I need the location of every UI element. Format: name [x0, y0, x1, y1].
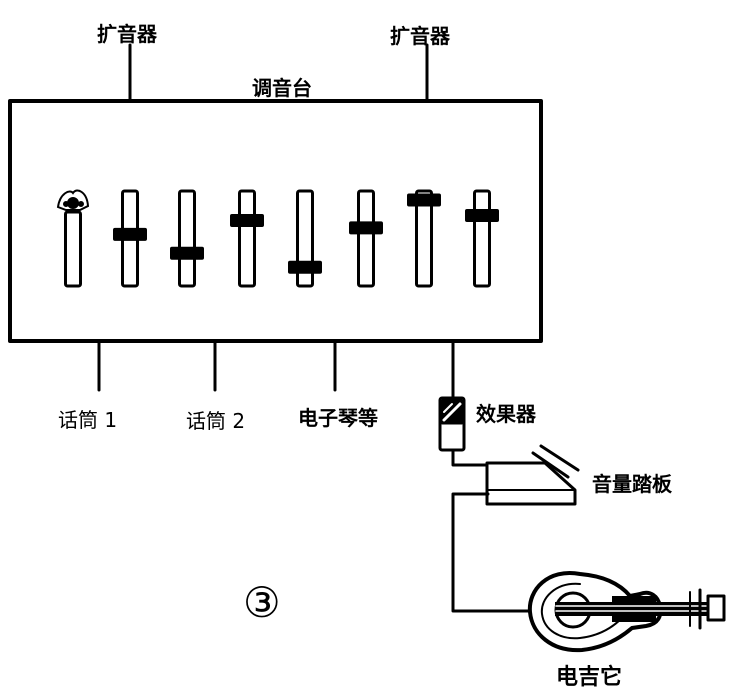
amplifier-right-label: 扩音器 [390, 24, 450, 48]
mixer-console [8, 99, 543, 343]
fader-track-6 [357, 189, 375, 288]
keyboard-label: 电子琴等 [298, 406, 378, 430]
fader-knob-4[interactable] [230, 213, 264, 227]
effects-label: 效果器 [476, 402, 536, 426]
mixer-label: 调音台 [252, 76, 312, 100]
fader-track-1 [64, 210, 82, 288]
fader-track-4 [238, 189, 256, 288]
microphone-icon [56, 189, 90, 211]
fader-track-8 [473, 189, 491, 288]
fader-knob-7[interactable] [407, 193, 441, 207]
figure-number: ③ [243, 578, 281, 627]
fader-bank [64, 189, 499, 288]
guitar-label: 电吉它 [556, 665, 623, 690]
mic2-label: 话筒 2 [186, 409, 246, 433]
volume-pedal-label: 音量踏板 [592, 472, 672, 496]
electric-guitar-icon [527, 571, 726, 653]
fader-knob-6[interactable] [349, 221, 383, 235]
amplifier-left-label: 扩音器 [97, 22, 157, 46]
fader-knob-5[interactable] [288, 260, 322, 274]
fader-knob-2[interactable] [113, 227, 147, 241]
fader-track-7 [415, 189, 433, 288]
fader-knob-3[interactable] [170, 246, 204, 260]
fader-track-3 [178, 189, 196, 288]
effects-unit-icon [438, 396, 466, 452]
cable-pedal-to-guitar [451, 492, 540, 613]
cable-effects-to-pedal [451, 448, 490, 467]
mic1-label: 话筒 1 [58, 408, 118, 432]
volume-pedal-icon [485, 444, 580, 506]
fader-knob-8[interactable] [465, 209, 499, 223]
